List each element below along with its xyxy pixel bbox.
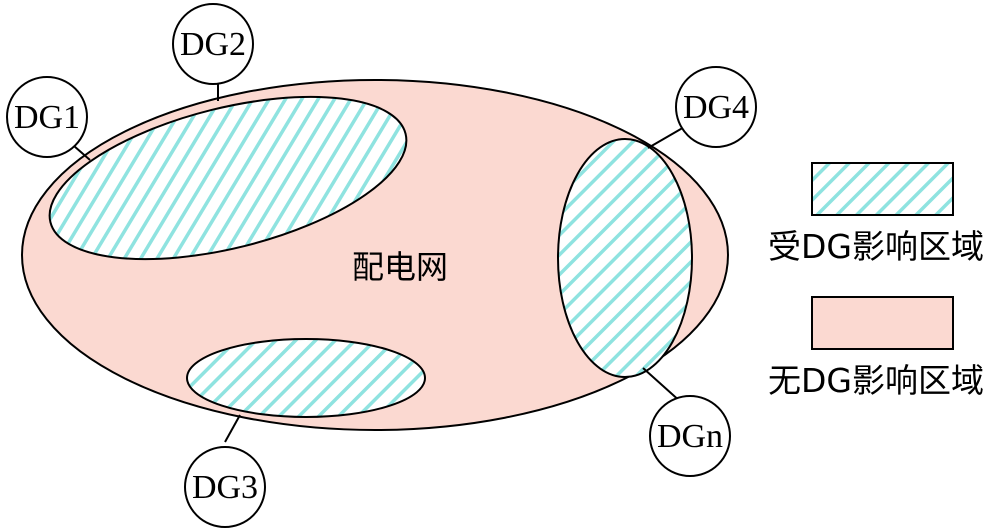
dg3-connector — [224, 414, 241, 443]
dgn-label: DGn — [657, 418, 723, 455]
dgn-connector — [642, 367, 683, 404]
network-group: 配电网 — [21, 79, 729, 431]
dg-influence-zone-right — [557, 138, 693, 378]
dg-node-dg1: DG1 — [6, 76, 88, 158]
legend-affected-swatch — [811, 162, 954, 216]
dg3-label: DG3 — [192, 469, 258, 506]
dg-node-dgn: DGn — [649, 395, 731, 477]
legend: 受DG影响区域 无DG影响区域 — [768, 162, 984, 400]
dg4-label: DG4 — [683, 89, 749, 126]
dg-influence-zone-top — [48, 95, 408, 261]
dg-connectors — [73, 84, 687, 443]
legend-unaffected-label: 无DG影响区域 — [768, 361, 984, 400]
legend-affected-label: 受DG影响区域 — [768, 227, 984, 266]
dg4-connector — [647, 125, 687, 149]
dg-node-dg2: DG2 — [172, 3, 254, 85]
legend-unaffected-swatch — [811, 296, 954, 350]
dg2-label: DG2 — [180, 26, 246, 63]
dg1-connector — [73, 145, 91, 161]
dg-node-dg3: DG3 — [184, 446, 266, 528]
dg-influence-zone-bottom — [186, 338, 426, 418]
dg1-label: DG1 — [14, 99, 80, 136]
main-label: 配电网 — [352, 248, 448, 286]
dg-node-dg4: DG4 — [675, 66, 757, 148]
